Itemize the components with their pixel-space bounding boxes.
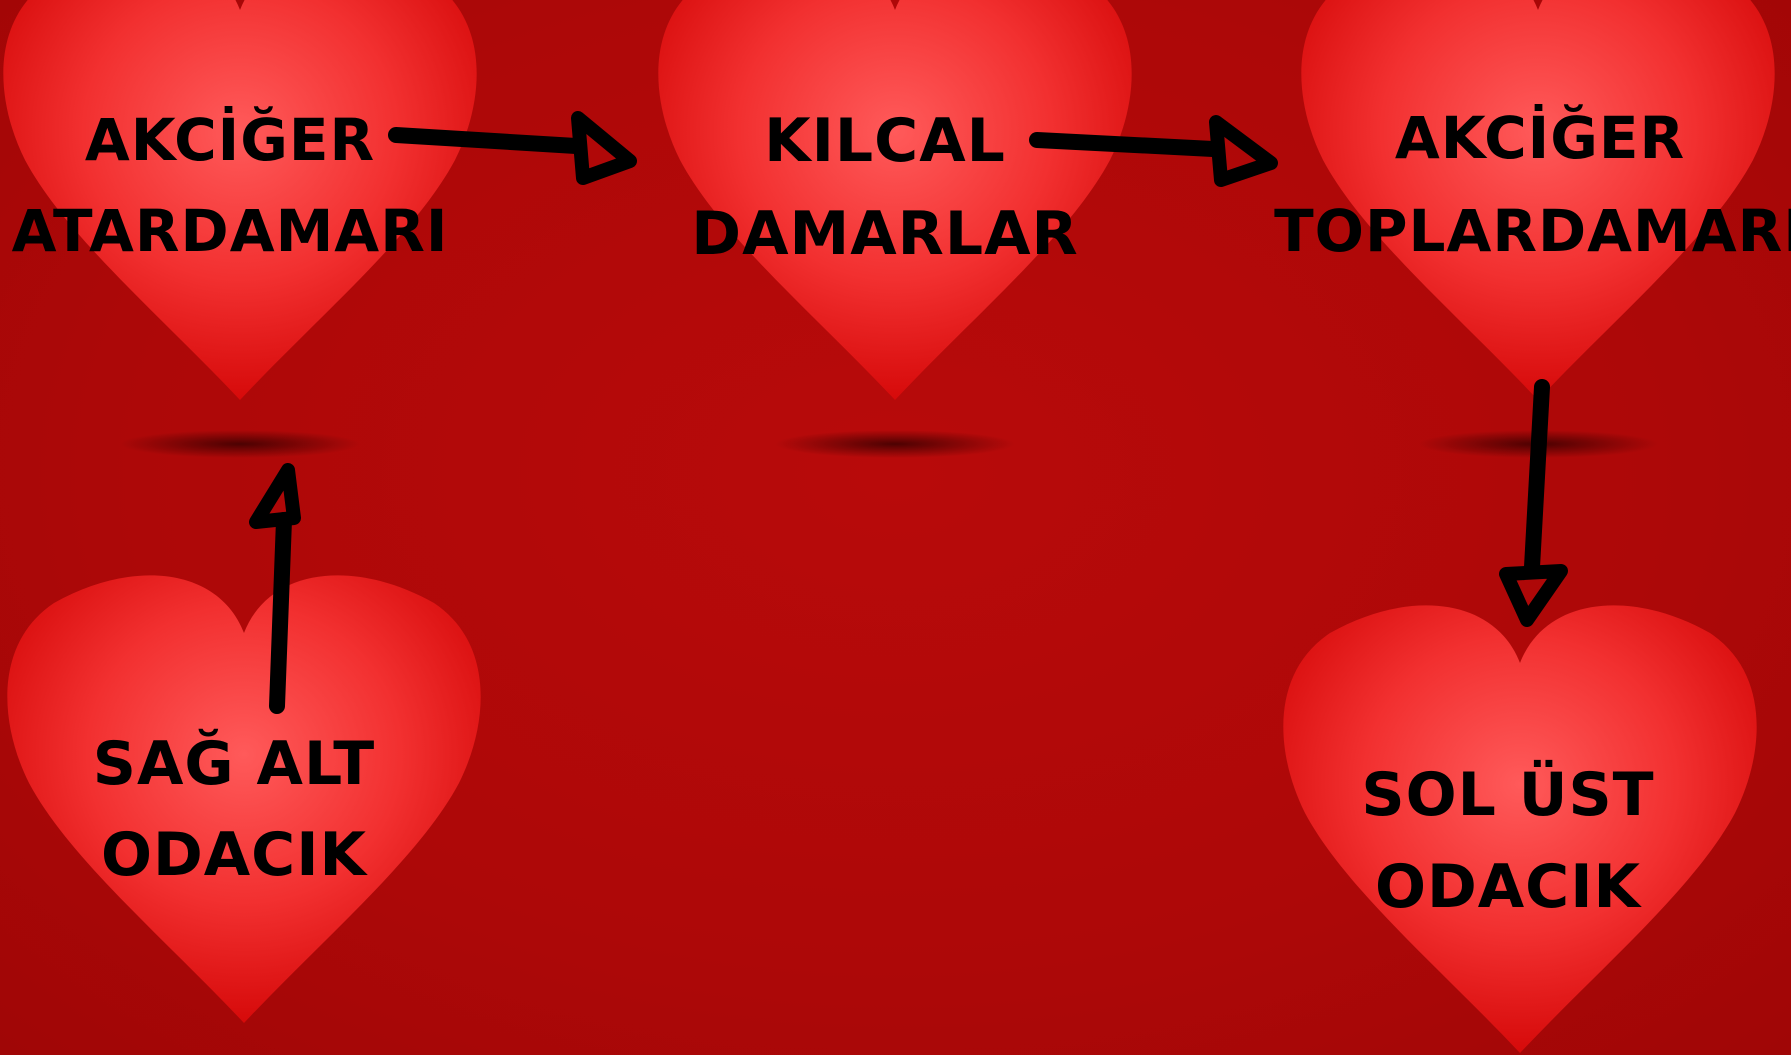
- node-label-line: SAĞ ALT: [93, 728, 375, 799]
- arrow-head: [1209, 115, 1278, 187]
- node-label-line: SOL ÜST: [1361, 759, 1654, 830]
- node-label-line: ATARDAMARI: [12, 197, 449, 265]
- arrow-akciger-atardamari-to-kilcal: [388, 111, 637, 185]
- arrow-head: [1499, 564, 1568, 627]
- node-label-line: ODACIK: [1375, 852, 1643, 922]
- node-sol-ust-odacik: SOL ÜST ODACIK: [1361, 759, 1654, 922]
- node-akciger-toplardamari: AKCİĞER TOPLARDAMARI: [1274, 103, 1791, 265]
- arrow-line: [1029, 132, 1221, 157]
- node-label-line: AKCİĞER: [1395, 103, 1685, 172]
- heart-shadow: [120, 430, 360, 458]
- arrow-line: [1524, 379, 1550, 575]
- node-label-line: TOPLARDAMARI: [1274, 197, 1791, 265]
- node-label-line: ODACIK: [101, 820, 369, 890]
- arrow-head: [571, 111, 637, 185]
- node-akciger-atardamari: AKCİĞER ATARDAMARI: [12, 105, 449, 265]
- arrow-line: [388, 127, 584, 154]
- node-label-line: KILCAL: [764, 106, 1006, 176]
- heart-shape: [7, 575, 481, 1023]
- arrow-akciger-toplardamari-to-sol-ust: [1499, 379, 1568, 627]
- arrow-head: [249, 463, 301, 529]
- arrow-sag-alt-to-akciger-atardamari: [249, 463, 301, 714]
- node-label-line: AKCİĞER: [85, 105, 375, 174]
- node-label-line: DAMARLAR: [691, 199, 1078, 269]
- arrow-line: [269, 512, 292, 714]
- node-sag-alt-odacik: SAĞ ALT ODACIK: [93, 728, 375, 890]
- node-kilcal-damarlar: KILCAL DAMARLAR: [691, 106, 1078, 269]
- heart-shadow: [775, 430, 1015, 458]
- arrow-kilcal-to-akciger-toplardamari: [1029, 115, 1278, 187]
